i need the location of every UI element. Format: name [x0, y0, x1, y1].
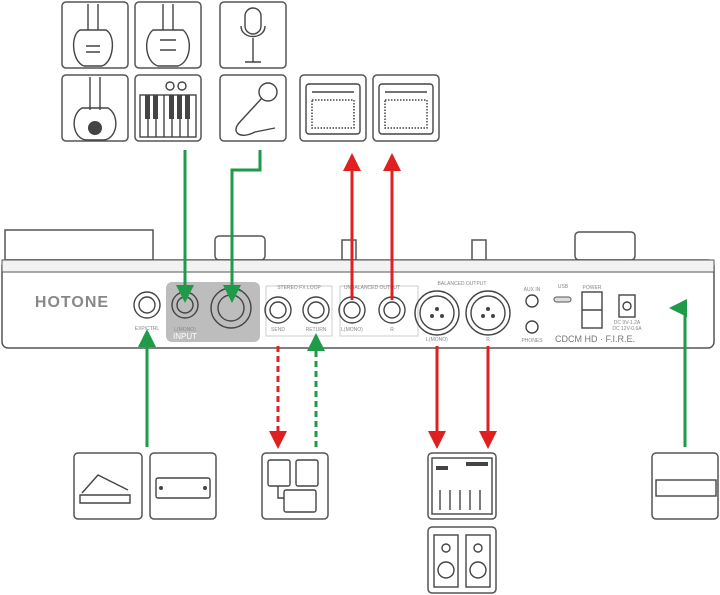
mic-to-input-arrow — [223, 150, 262, 303]
unbal-l-label: L(MONO) — [341, 327, 363, 333]
balanced-output-label: BALANCED OUTPUT — [438, 281, 487, 287]
model-logo: CDCM HD · F.I.R.E. — [555, 334, 635, 344]
footswitch-icon — [149, 452, 217, 520]
send-label: SEND — [271, 327, 285, 333]
input-l-label: L(MONO) — [174, 327, 196, 333]
signal-arrows — [138, 150, 687, 449]
expression-pedal-icon — [73, 452, 143, 520]
acoustic-guitar-icon — [61, 74, 129, 142]
guitar-amp-right-icon — [372, 74, 440, 142]
brand-logo: HOTONE — [35, 294, 109, 311]
handheld-microphone-icon — [219, 74, 287, 142]
studio-monitors-icon — [427, 526, 497, 594]
unbalanced-output-label: UNBALANCED OUTPUT — [344, 285, 400, 291]
electric-guitar-icon — [61, 1, 129, 69]
input-label: INPUT — [173, 332, 197, 341]
power-label: POWER — [583, 285, 602, 291]
usb-label: USB — [558, 284, 569, 290]
fx-loop-label: STEREO FX LOOP — [277, 285, 321, 291]
usb-port[interactable] — [553, 296, 572, 303]
unbal-r-label: R — [390, 327, 394, 333]
bal-l-label: L(MONO) — [426, 337, 448, 343]
power-arrow — [669, 299, 687, 447]
keyboard-icon — [134, 74, 202, 142]
balanced-l-xlr-jack[interactable] — [414, 290, 460, 336]
effects-pedals-icon — [261, 452, 329, 520]
phones-label: PHONES — [521, 338, 543, 344]
aux-in-jack[interactable] — [525, 294, 539, 308]
exp-ctrl-label: EXP/CTRL — [135, 326, 160, 332]
dc2-label: DC 12V-0.6A — [612, 326, 642, 332]
mixer-icon — [427, 452, 497, 520]
balanced-r-xlr-jack[interactable] — [465, 290, 511, 336]
fx-send-jack[interactable] — [264, 296, 292, 324]
hollow-guitar-icon — [134, 1, 202, 69]
return-label: RETURN — [306, 327, 327, 333]
fx-return-jack[interactable] — [302, 296, 330, 324]
dc-label: DC 9V-1.2A — [614, 320, 641, 326]
bal-r-label: R — [486, 337, 490, 343]
stand-microphone-icon — [219, 1, 287, 69]
exp-ctrl-jack[interactable] — [133, 291, 161, 319]
guitar-amp-left-icon — [299, 74, 367, 142]
power-supply-icon — [651, 452, 719, 520]
phones-jack[interactable] — [525, 320, 539, 334]
power-switch[interactable] — [581, 291, 603, 329]
dc-power-jack[interactable] — [618, 294, 636, 318]
aux-in-label: AUX IN — [524, 287, 541, 293]
